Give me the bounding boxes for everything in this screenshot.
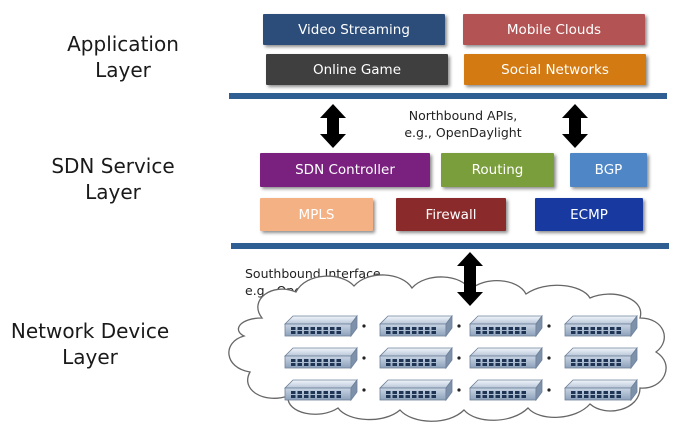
- bgp-box: BGP: [570, 153, 647, 187]
- southbound-arrow: [457, 252, 483, 306]
- link-dot: [547, 388, 551, 392]
- switch-grid: [284, 314, 638, 402]
- mobile-clouds-box: Mobile Clouds: [463, 14, 645, 45]
- routing-box: Routing: [441, 153, 554, 187]
- application-layer-label-line1: Application: [67, 32, 179, 56]
- device-layer-label-line1: Network Device: [10, 319, 170, 343]
- social-networks-box: Social Networks: [464, 54, 646, 85]
- link-dot: [457, 324, 461, 328]
- network-switch-icon: [469, 346, 543, 370]
- service-layer-label-line2: Layer: [85, 180, 141, 204]
- application-service-divider: [229, 93, 667, 99]
- application-layer-label-line2: Layer: [95, 58, 151, 82]
- network-switch-icon: [564, 314, 638, 338]
- southbound-line1: Southbound Interface,: [245, 266, 385, 281]
- network-switch-icon: [469, 378, 543, 402]
- online-game-box: Online Game: [266, 54, 448, 85]
- service-layer-label: SDN Service Layer: [38, 153, 188, 205]
- service-layer-label-line1: SDN Service: [51, 154, 175, 178]
- northbound-arrow-right: [562, 104, 588, 148]
- network-switch-icon: [379, 378, 453, 402]
- ecmp-box: ECMP: [535, 198, 643, 231]
- network-switch-icon: [284, 346, 358, 370]
- link-dot: [362, 324, 366, 328]
- service-device-divider: [231, 243, 669, 249]
- link-dot: [547, 324, 551, 328]
- northbound-line2: e.g., OpenDaylight: [404, 125, 522, 140]
- northbound-line1: Northbound APIs,: [408, 108, 518, 123]
- network-switch-icon: [284, 314, 358, 338]
- mpls-box: MPLS: [260, 198, 373, 231]
- network-switch-icon: [379, 314, 453, 338]
- network-switch-icon: [564, 378, 638, 402]
- network-switch-icon: [284, 378, 358, 402]
- device-layer-label-line2: Layer: [62, 345, 118, 369]
- link-dot: [457, 388, 461, 392]
- link-dot: [547, 356, 551, 360]
- application-layer-label: Application Layer: [48, 31, 198, 83]
- link-dot: [457, 356, 461, 360]
- link-dot: [362, 388, 366, 392]
- northbound-apis-note: Northbound APIs, e.g., OpenDaylight: [368, 107, 558, 141]
- device-layer-label: Network Device Layer: [0, 318, 180, 370]
- northbound-arrow-left: [320, 104, 346, 148]
- network-switch-icon: [469, 314, 543, 338]
- firewall-box: Firewall: [396, 198, 506, 231]
- link-dot: [362, 356, 366, 360]
- network-switch-icon: [564, 346, 638, 370]
- video-streaming-box: Video Streaming: [263, 14, 445, 45]
- sdn-controller-box: SDN Controller: [260, 153, 430, 187]
- network-switch-icon: [379, 346, 453, 370]
